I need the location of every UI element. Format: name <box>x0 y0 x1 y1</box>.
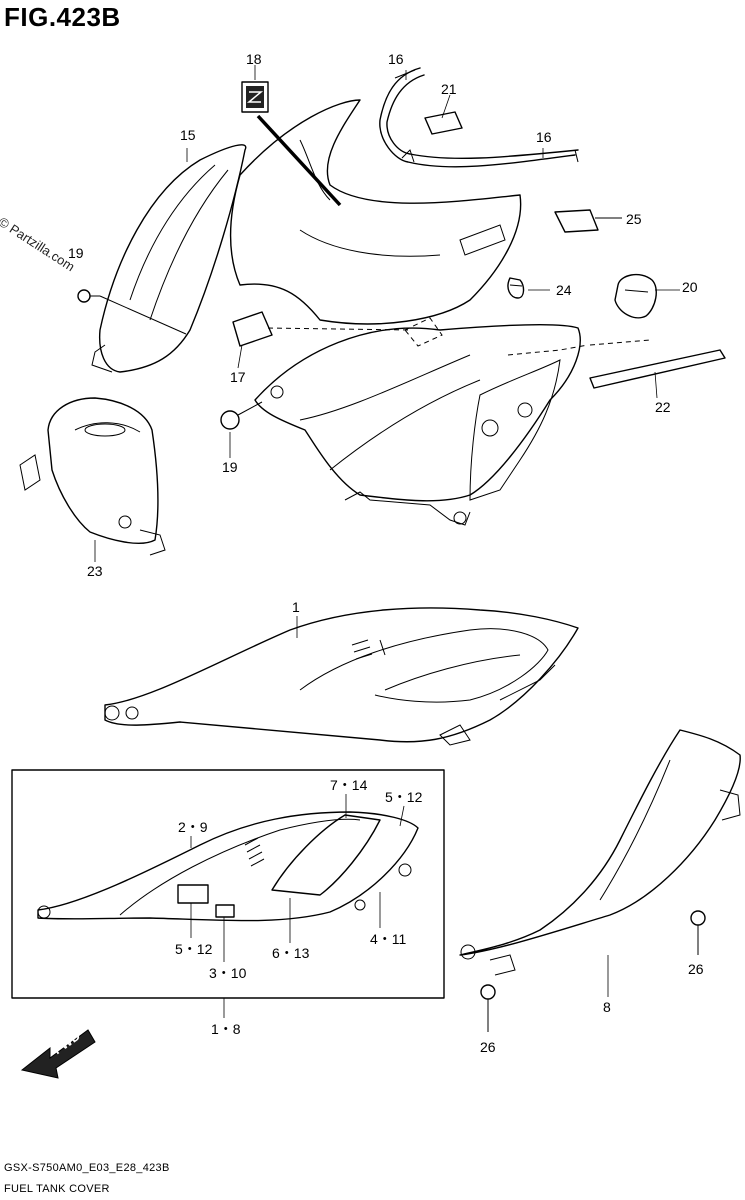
part-8-side-cover[interactable] <box>459 729 741 976</box>
part-19-screw-upper[interactable] <box>77 289 187 335</box>
tank-lower-cover[interactable] <box>254 323 651 526</box>
part-24-clip[interactable] <box>507 277 525 299</box>
callout-15: 15 <box>180 127 196 143</box>
leader-lines <box>94 65 680 1018</box>
part-5-12-pad[interactable] <box>177 884 209 904</box>
part-22-strip[interactable] <box>589 349 726 389</box>
callout-5-12-upper: 5・12 <box>385 789 423 805</box>
callout-19-upper: 19 <box>68 245 84 261</box>
callout-19-lower: 19 <box>222 459 238 475</box>
callout-25: 25 <box>626 211 642 227</box>
part-16-hose[interactable] <box>379 67 579 168</box>
callout-4-11: 4・11 <box>370 931 407 947</box>
part-23-bracket[interactable] <box>19 397 166 556</box>
callout-17: 17 <box>230 369 246 385</box>
part-3-10-pad[interactable] <box>215 904 235 918</box>
part-19-screw-lower[interactable] <box>220 401 263 430</box>
callout-22: 22 <box>655 399 671 415</box>
callout-26-right: 26 <box>688 961 704 977</box>
callout-3-10: 3・10 <box>209 965 247 981</box>
figure-title: FIG.423B <box>4 2 121 32</box>
part-2-9-tank-cover-assembly[interactable] <box>37 811 419 922</box>
callout-20: 20 <box>682 279 698 295</box>
callout-23: 23 <box>87 563 103 579</box>
callout-5-12-lower: 5・12 <box>175 941 213 957</box>
part-15-upper-cover[interactable] <box>91 144 247 373</box>
figure-caption: FUEL TANK COVER <box>4 1183 110 1195</box>
fwd-arrow-icon <box>20 1029 96 1079</box>
callout-26-left: 26 <box>480 1039 496 1055</box>
callout-21: 21 <box>441 81 457 97</box>
part-21-pad[interactable] <box>424 111 463 135</box>
part-17-pad[interactable] <box>232 311 443 347</box>
assembly-box <box>11 769 445 999</box>
callout-24: 24 <box>556 282 572 298</box>
callout-2-9: 2・9 <box>178 819 208 835</box>
part-18-label[interactable] <box>241 81 342 207</box>
callout-8: 8 <box>603 999 611 1015</box>
part-25-pad[interactable] <box>554 209 622 233</box>
callout-1: 1 <box>292 599 300 615</box>
part-26-clip-left[interactable] <box>480 984 496 1032</box>
part-20-grommet[interactable] <box>614 273 657 319</box>
tank-center-cover[interactable] <box>229 99 522 325</box>
callout-16-right: 16 <box>536 129 552 145</box>
callout-1-8: 1・8 <box>211 1021 241 1037</box>
model-code: GSX-S750AM0_E03_E28_423B <box>4 1162 170 1174</box>
callout-6-13: 6・13 <box>272 945 310 961</box>
callout-16-upper: 16 <box>388 51 404 67</box>
part-1-tank-cover[interactable] <box>104 607 579 746</box>
callout-18: 18 <box>246 51 262 67</box>
callout-7-14: 7・14 <box>330 777 368 793</box>
part-26-clip-right[interactable] <box>690 910 706 955</box>
